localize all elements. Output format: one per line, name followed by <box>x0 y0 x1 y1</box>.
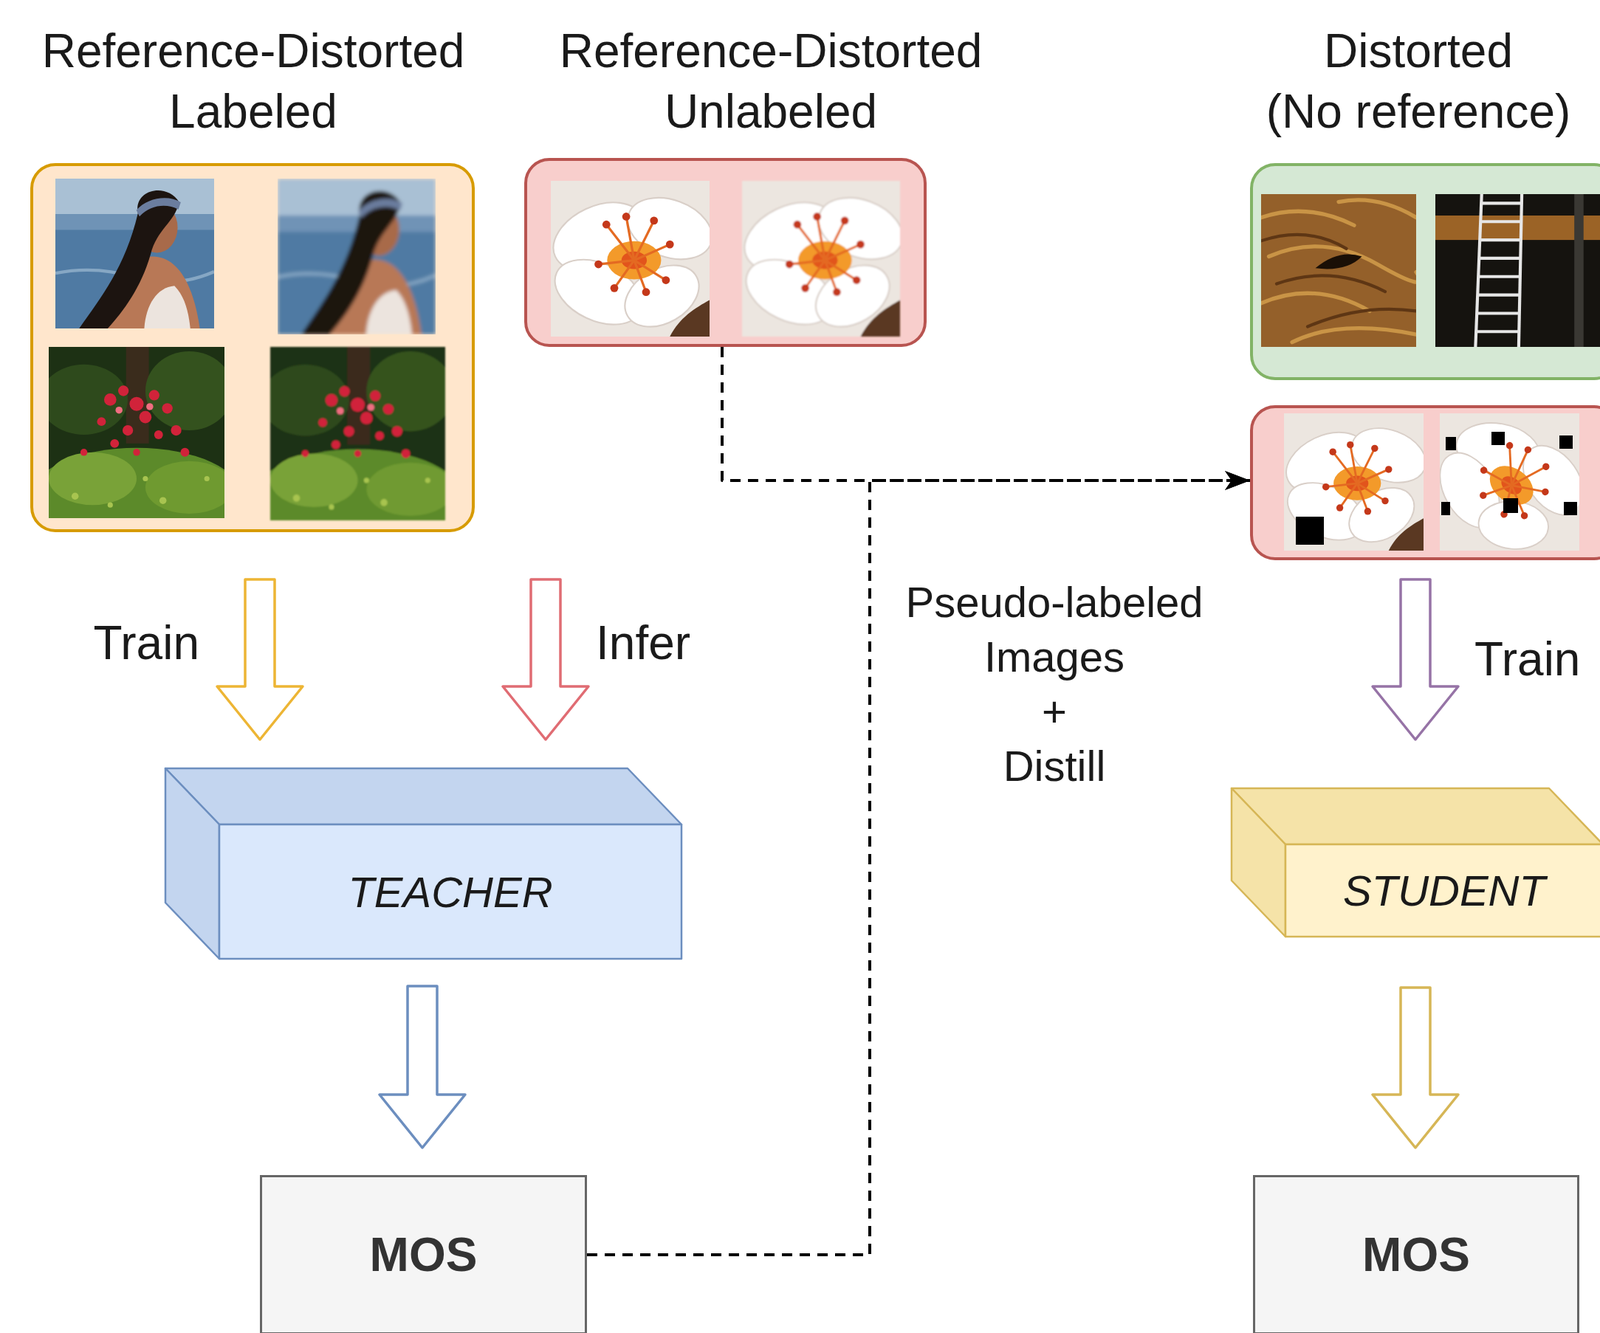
text-line: Unlabeled <box>541 81 1000 143</box>
label-area: STUDENT <box>1285 844 1600 937</box>
edge-label: Train <box>1474 629 1581 691</box>
block-arrow <box>379 986 466 1149</box>
blurred-photo <box>277 178 436 335</box>
text-line: Distill <box>905 739 1203 794</box>
group-heading: Distorted (No reference) <box>1189 21 1600 143</box>
cutout-squares <box>1441 431 1578 516</box>
distorted-photo <box>277 178 436 335</box>
text-line: Labeled <box>24 81 483 143</box>
text-line: Reference-Distorted <box>541 21 1000 82</box>
group-fill <box>1251 164 1600 379</box>
cube-front <box>219 824 682 960</box>
illustration-part <box>1491 431 1505 446</box>
mos-output: MOS <box>259 1175 587 1333</box>
augmented-group <box>1250 405 1600 561</box>
edge-label: Infer <box>595 613 691 675</box>
reference-photo <box>55 178 215 329</box>
text-line: Images <box>905 629 1203 685</box>
cube-front <box>1285 844 1600 937</box>
heading-holder: Distorted (No reference) <box>1189 21 1600 143</box>
dashed-arrow <box>586 480 1251 1256</box>
illustration-part <box>1559 435 1573 449</box>
distorted-photo <box>733 180 912 340</box>
group-fill <box>525 159 926 346</box>
cube-side <box>165 768 220 960</box>
distorted-photo <box>1261 194 1420 348</box>
label-area: TEACHER <box>219 824 682 960</box>
cutout-square <box>1295 516 1324 545</box>
reference-photo <box>31 347 243 545</box>
cube-top <box>1231 788 1600 845</box>
cube-top <box>165 768 682 825</box>
cube-outline <box>1231 788 1600 937</box>
illustration-part <box>1441 502 1451 516</box>
label-area: MOS <box>1255 1177 1578 1333</box>
output-label: MOS <box>369 1227 478 1283</box>
distorted-photo <box>252 347 463 548</box>
block-arrow <box>1372 987 1459 1149</box>
block-arrow <box>217 579 303 740</box>
rotated-photo <box>1439 413 1580 551</box>
output-label: MOS <box>1362 1227 1471 1283</box>
reference-photo <box>542 180 721 340</box>
label-holder: Train <box>93 613 200 675</box>
edge-label: Train <box>93 613 200 675</box>
augmented-photo <box>1276 413 1434 554</box>
cube-outline <box>165 768 682 960</box>
model-name: STUDENT <box>1343 866 1546 916</box>
text-line: Reference-Distorted <box>24 21 483 82</box>
teacher-model: TEACHER <box>165 768 682 960</box>
student-model: STUDENT <box>1231 788 1600 937</box>
dashed-arrow <box>722 347 1251 481</box>
distorted-photo <box>1435 194 1600 348</box>
label-area: MOS <box>262 1177 585 1333</box>
heading-holder: Reference-Distorted Unlabeled <box>541 21 1000 143</box>
edge-label: Pseudo-labeled Images + Distill <box>905 575 1203 795</box>
augmented-photo <box>1439 413 1580 551</box>
cube-side <box>1231 788 1286 937</box>
block-arrow <box>1372 579 1459 740</box>
illustration-part <box>1503 498 1519 514</box>
heading-holder: Reference-Distorted Labeled <box>24 21 483 143</box>
model-name: TEACHER <box>347 867 553 918</box>
label-holder: Pseudo-labeled Images + Distill <box>905 575 1203 795</box>
illustration-part <box>1445 437 1457 451</box>
text-line: + <box>905 684 1203 740</box>
illustration-part <box>1563 502 1578 516</box>
label-holder: Train <box>1474 629 1581 691</box>
text-line: (No reference) <box>1189 81 1600 143</box>
group-heading: Reference-Distorted Labeled <box>24 21 483 143</box>
group-heading: Reference-Distorted Unlabeled <box>541 21 1000 143</box>
text-line: Pseudo-labeled <box>905 575 1203 630</box>
dataset-group: Reference-Distorted Unlabeled <box>524 158 927 348</box>
text-line: Distorted <box>1189 21 1600 82</box>
dataset-group: Reference-Distorted Labeled <box>30 163 475 533</box>
dataset-group: Distorted (No reference) <box>1250 163 1600 381</box>
mos-output: MOS <box>1252 1175 1580 1333</box>
block-arrow <box>502 579 589 740</box>
label-holder: Infer <box>595 613 691 675</box>
